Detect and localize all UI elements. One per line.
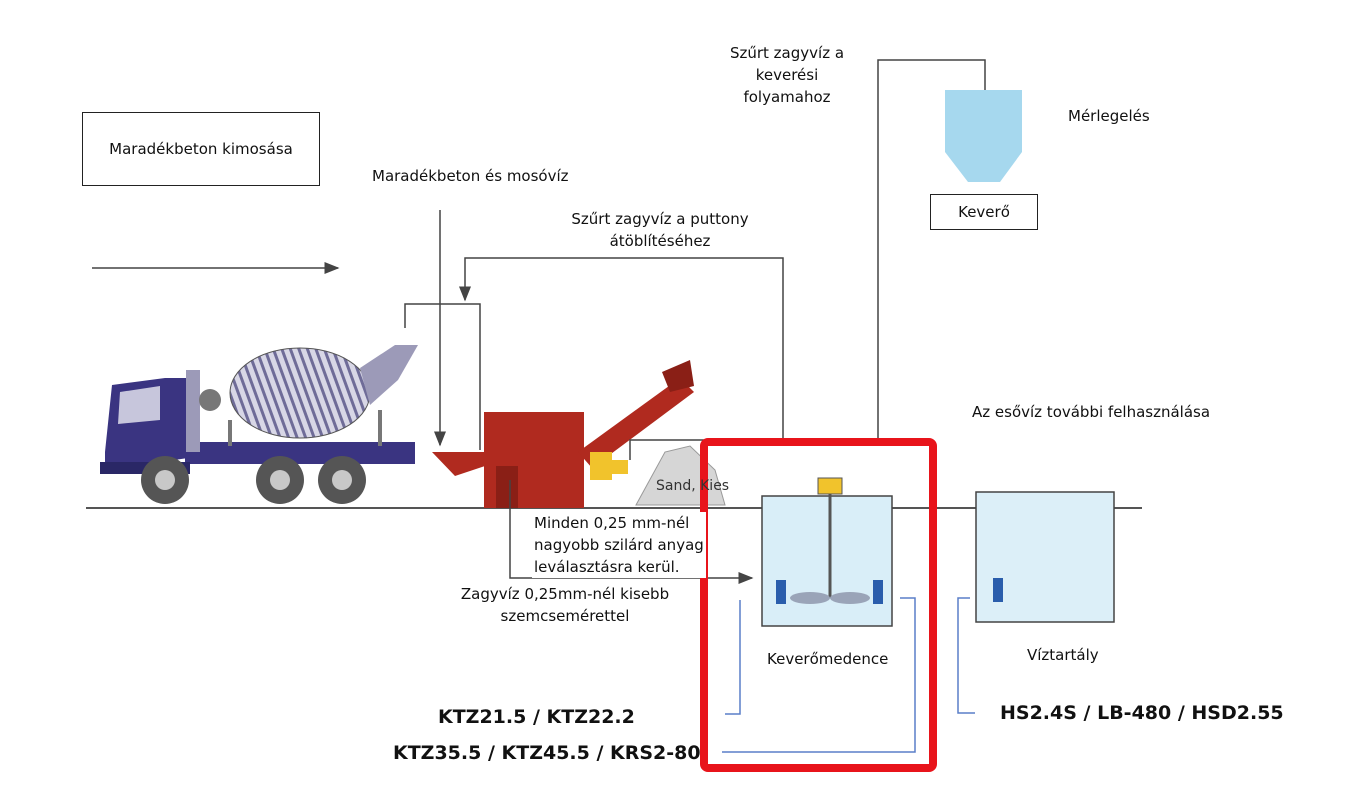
agitator-icon	[790, 477, 870, 604]
highlight-frame	[700, 438, 937, 772]
models-right: HS2.4S / LB-480 / HSD2.55	[1000, 702, 1284, 724]
solids-label: Minden 0,25 mm-nél nagyobb szilárd anyag…	[532, 512, 706, 578]
sensor-icon	[776, 580, 786, 604]
sensor-icon	[993, 578, 1003, 602]
filtered-bucket-line2: átöblítéséhez	[609, 232, 711, 250]
filtered-mix-label: Szűrt zagyvíz a keverési folyamahoz	[712, 42, 862, 108]
filtered-bucket-label: Szűrt zagyvíz a puttony átöblítéséhez	[540, 208, 780, 252]
mixing-tank-label: Keverőmedence	[767, 650, 889, 668]
mixing-tank	[761, 495, 893, 627]
slurry-line2: szemcsemérettel	[500, 607, 630, 625]
sand-pile	[635, 445, 726, 506]
slurry-line1: Zagyvíz 0,25mm-nél kisebb	[460, 585, 670, 603]
wash-title: Maradékbeton kimosása	[109, 140, 293, 158]
sensor-icon	[873, 580, 883, 604]
wash-title-box: Maradékbeton kimosása	[82, 112, 320, 186]
filtered-mix-line3: folyamahoz	[743, 88, 831, 106]
solids-line3: leválasztásra kerül.	[534, 558, 680, 576]
slurry-label: Zagyvíz 0,25mm-nél kisebb szemcsemérette…	[460, 583, 670, 627]
water-tank	[975, 491, 1115, 623]
separator-hopper-icon	[432, 360, 694, 508]
water-tank-label: Víztartály	[1027, 646, 1099, 664]
filtered-mix-line1: Szűrt zagyvíz a	[729, 44, 845, 62]
mixer-label: Keverő	[958, 203, 1010, 221]
models-left-2: KTZ35.5 / KTZ45.5 / KRS2-80	[393, 742, 701, 764]
sand-label: Sand, Kies	[656, 478, 730, 494]
rainwater-label: Az esővíz további felhasználása	[972, 403, 1211, 421]
solids-line2: nagyobb szilárd anyag	[534, 536, 704, 554]
concrete-water-label: Maradékbeton és mosóvíz	[372, 167, 569, 185]
filtered-bucket-line1: Szűrt zagyvíz a puttony	[571, 210, 749, 228]
mixer-truck-icon	[100, 345, 418, 504]
weighing-hopper	[945, 90, 1022, 182]
mixer-box: Keverő	[930, 194, 1038, 230]
weighing-label: Mérlegelés	[1068, 107, 1150, 125]
solids-line1: Minden 0,25 mm-nél	[534, 514, 690, 532]
models-left-1: KTZ21.5 / KTZ22.2	[438, 706, 635, 728]
filtered-mix-line2: keverési	[755, 66, 819, 84]
